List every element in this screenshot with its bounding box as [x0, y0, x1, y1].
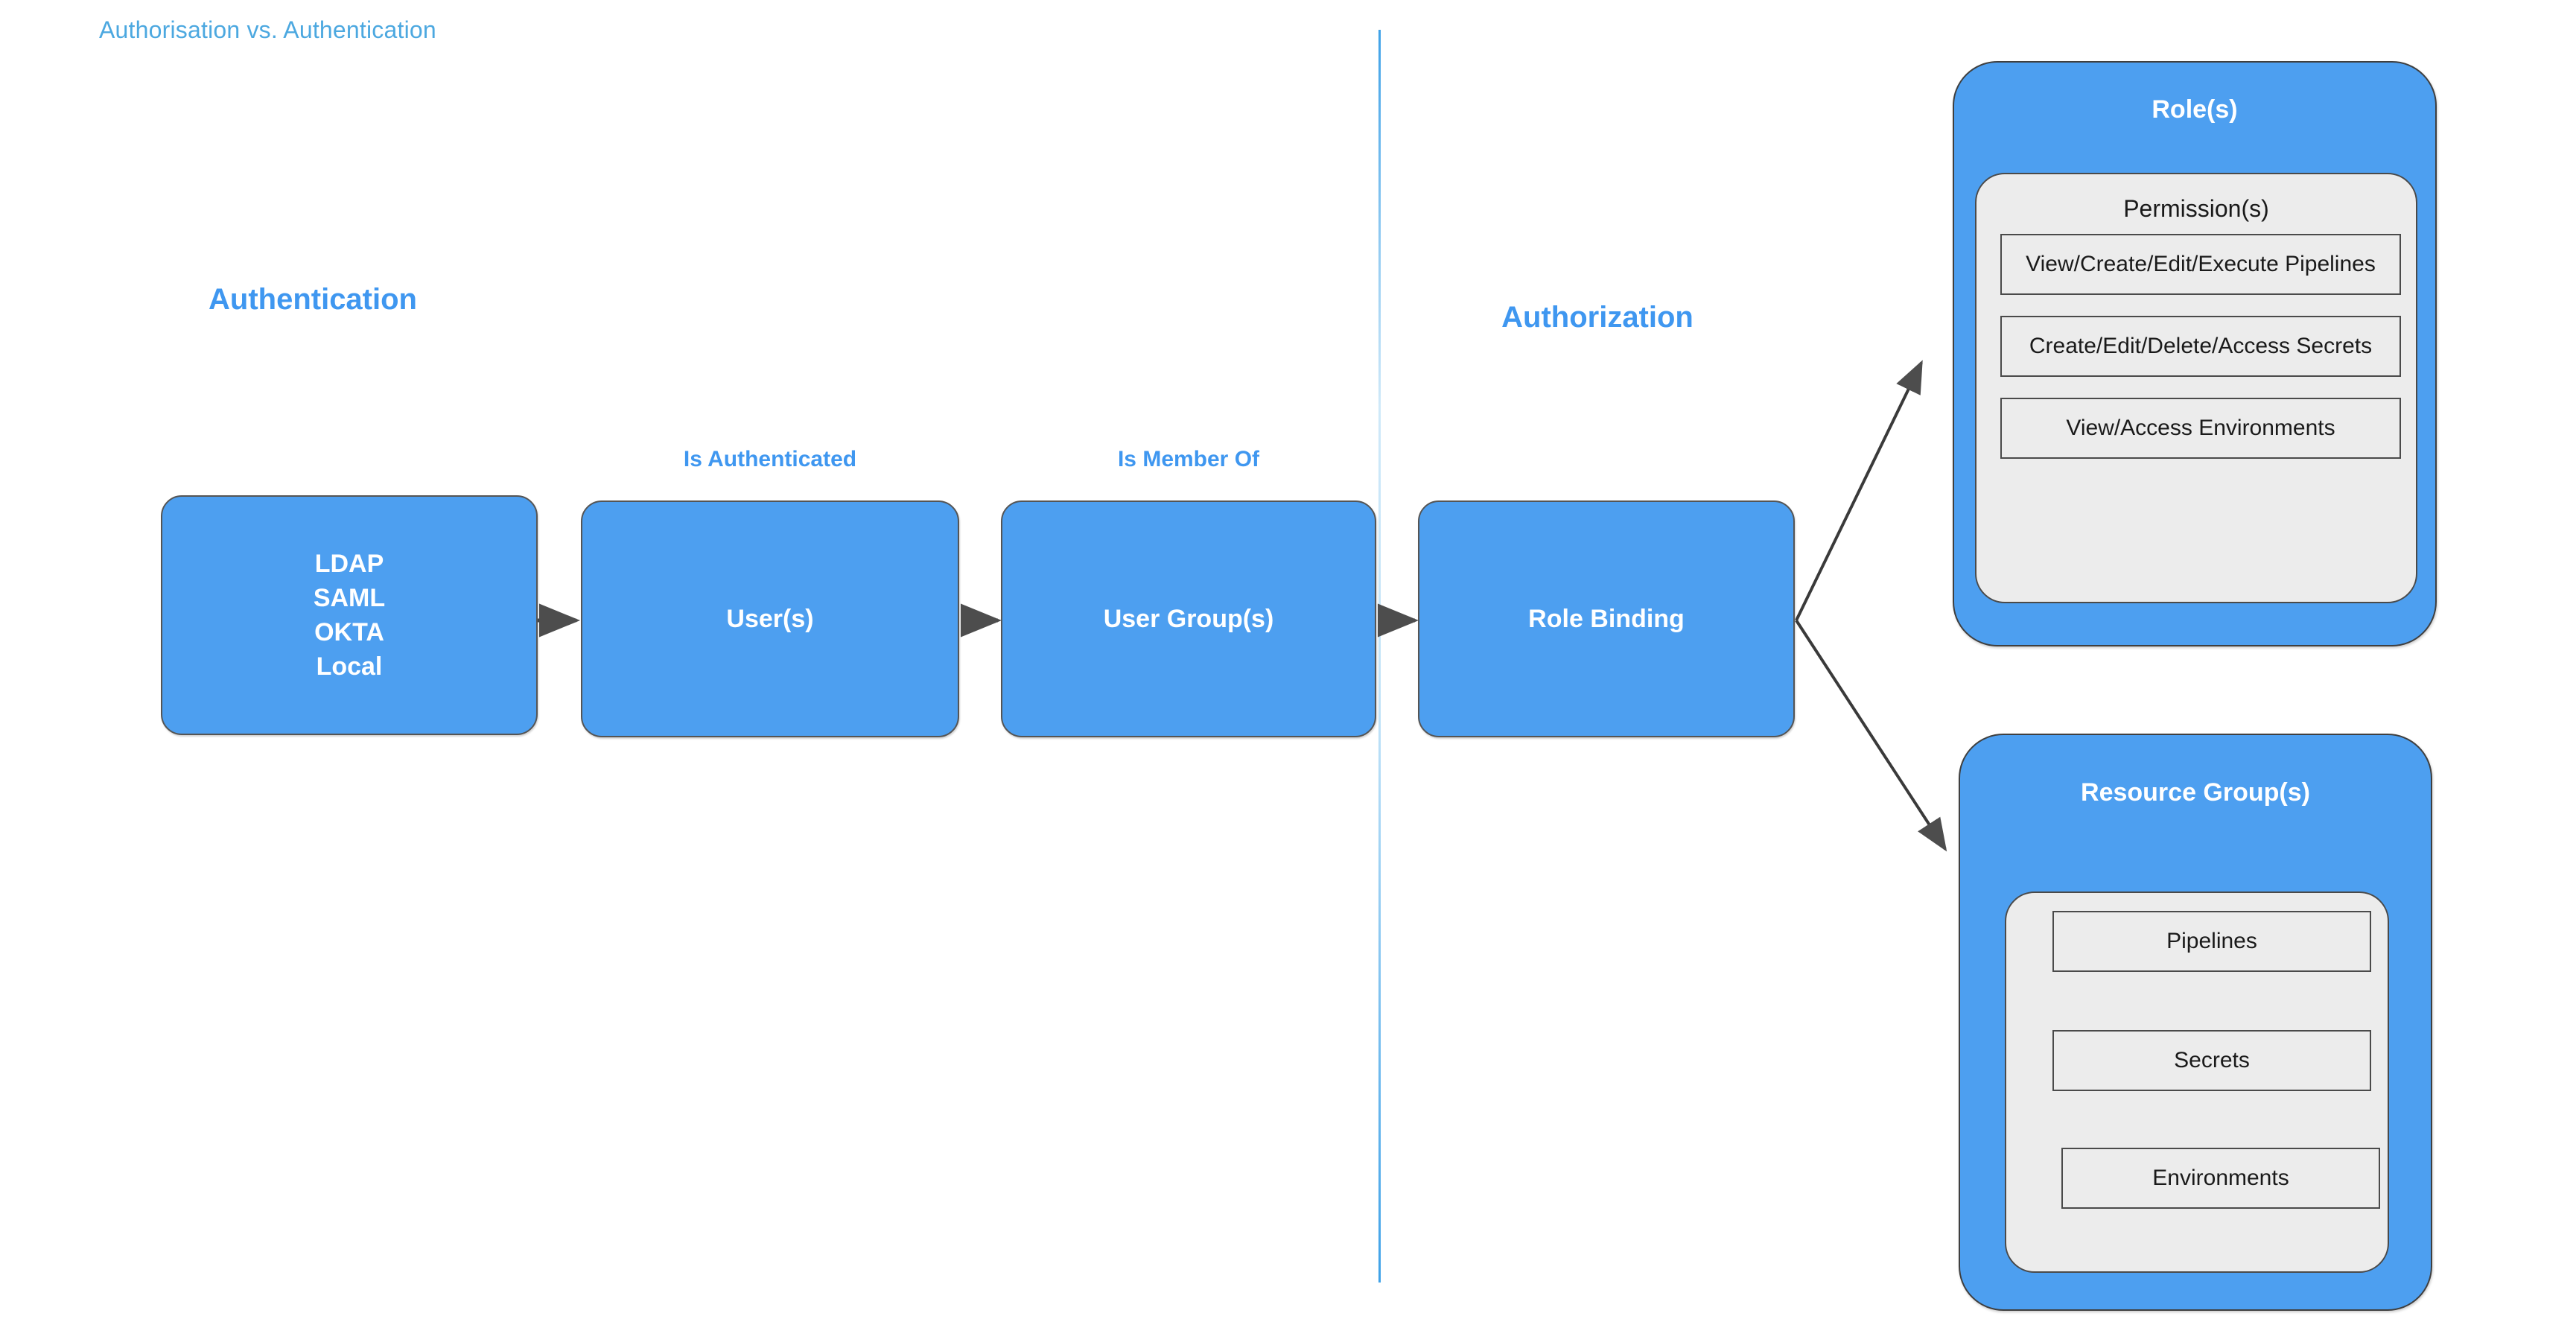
flow-node-users-label: User(s)	[726, 604, 814, 633]
roles-panel[interactable]: Role(s) Permission(s) View/Create/Edit/E…	[1953, 61, 2437, 646]
idp-line-okta: OKTA	[314, 618, 384, 646]
idp-line-saml: SAML	[313, 583, 386, 612]
resource-item-environments[interactable]: Environments	[2061, 1148, 2380, 1209]
resource-item-pipelines-label: Pipelines	[2166, 929, 2257, 954]
edge-label-is-authenticated: Is Authenticated	[683, 447, 857, 471]
idp-line-local: Local	[316, 652, 383, 681]
permission-item-environments[interactable]: View/Access Environments	[2000, 398, 2401, 459]
section-divider	[1378, 30, 1381, 1283]
permission-item-secrets-label: Create/Edit/Delete/Access Secrets	[2029, 334, 2373, 359]
resource-item-secrets-label: Secrets	[2174, 1048, 2250, 1073]
section-label-authorization: Authorization	[1501, 301, 1694, 334]
flow-node-role-binding-label: Role Binding	[1528, 604, 1685, 633]
arrow-rolebinding-to-resource-groups	[1795, 619, 1947, 852]
permissions-inner-panel: Permission(s) View/Create/Edit/Execute P…	[1975, 173, 2417, 603]
flow-node-role-binding[interactable]: Role Binding	[1418, 500, 1795, 737]
resource-groups-inner-panel: Pipelines Secrets Environments	[2005, 891, 2389, 1273]
section-label-authentication: Authentication	[209, 283, 417, 316]
idp-line-ldap: LDAP	[314, 549, 384, 578]
resource-item-pipelines[interactable]: Pipelines	[2052, 911, 2371, 972]
page-title: Authorisation vs. Authentication	[99, 16, 436, 43]
roles-panel-title: Role(s)	[2152, 95, 2238, 124]
edge-label-is-member-of: Is Member Of	[1117, 447, 1260, 471]
resource-item-secrets[interactable]: Secrets	[2052, 1030, 2371, 1091]
permissions-title: Permission(s)	[2123, 195, 2269, 222]
flow-node-identity-providers[interactable]: LDAP SAML OKTA Local	[161, 495, 538, 735]
resource-groups-panel[interactable]: Resource Group(s) Pipelines Secrets Envi…	[1959, 734, 2432, 1311]
flow-node-user-groups-label: User Group(s)	[1103, 604, 1274, 633]
permission-item-pipelines[interactable]: View/Create/Edit/Execute Pipelines	[2000, 234, 2401, 295]
arrow-rolebinding-to-roles	[1795, 360, 1923, 621]
permission-item-secrets[interactable]: Create/Edit/Delete/Access Secrets	[2000, 316, 2401, 377]
permission-item-environments-label: View/Access Environments	[2066, 416, 2335, 441]
resource-item-environments-label: Environments	[2152, 1166, 2289, 1191]
flow-node-users[interactable]: User(s)	[581, 500, 959, 737]
permission-item-pipelines-label: View/Create/Edit/Execute Pipelines	[2026, 252, 2376, 277]
flow-node-user-groups[interactable]: User Group(s)	[1001, 500, 1376, 737]
resource-groups-panel-title: Resource Group(s)	[2081, 778, 2310, 807]
